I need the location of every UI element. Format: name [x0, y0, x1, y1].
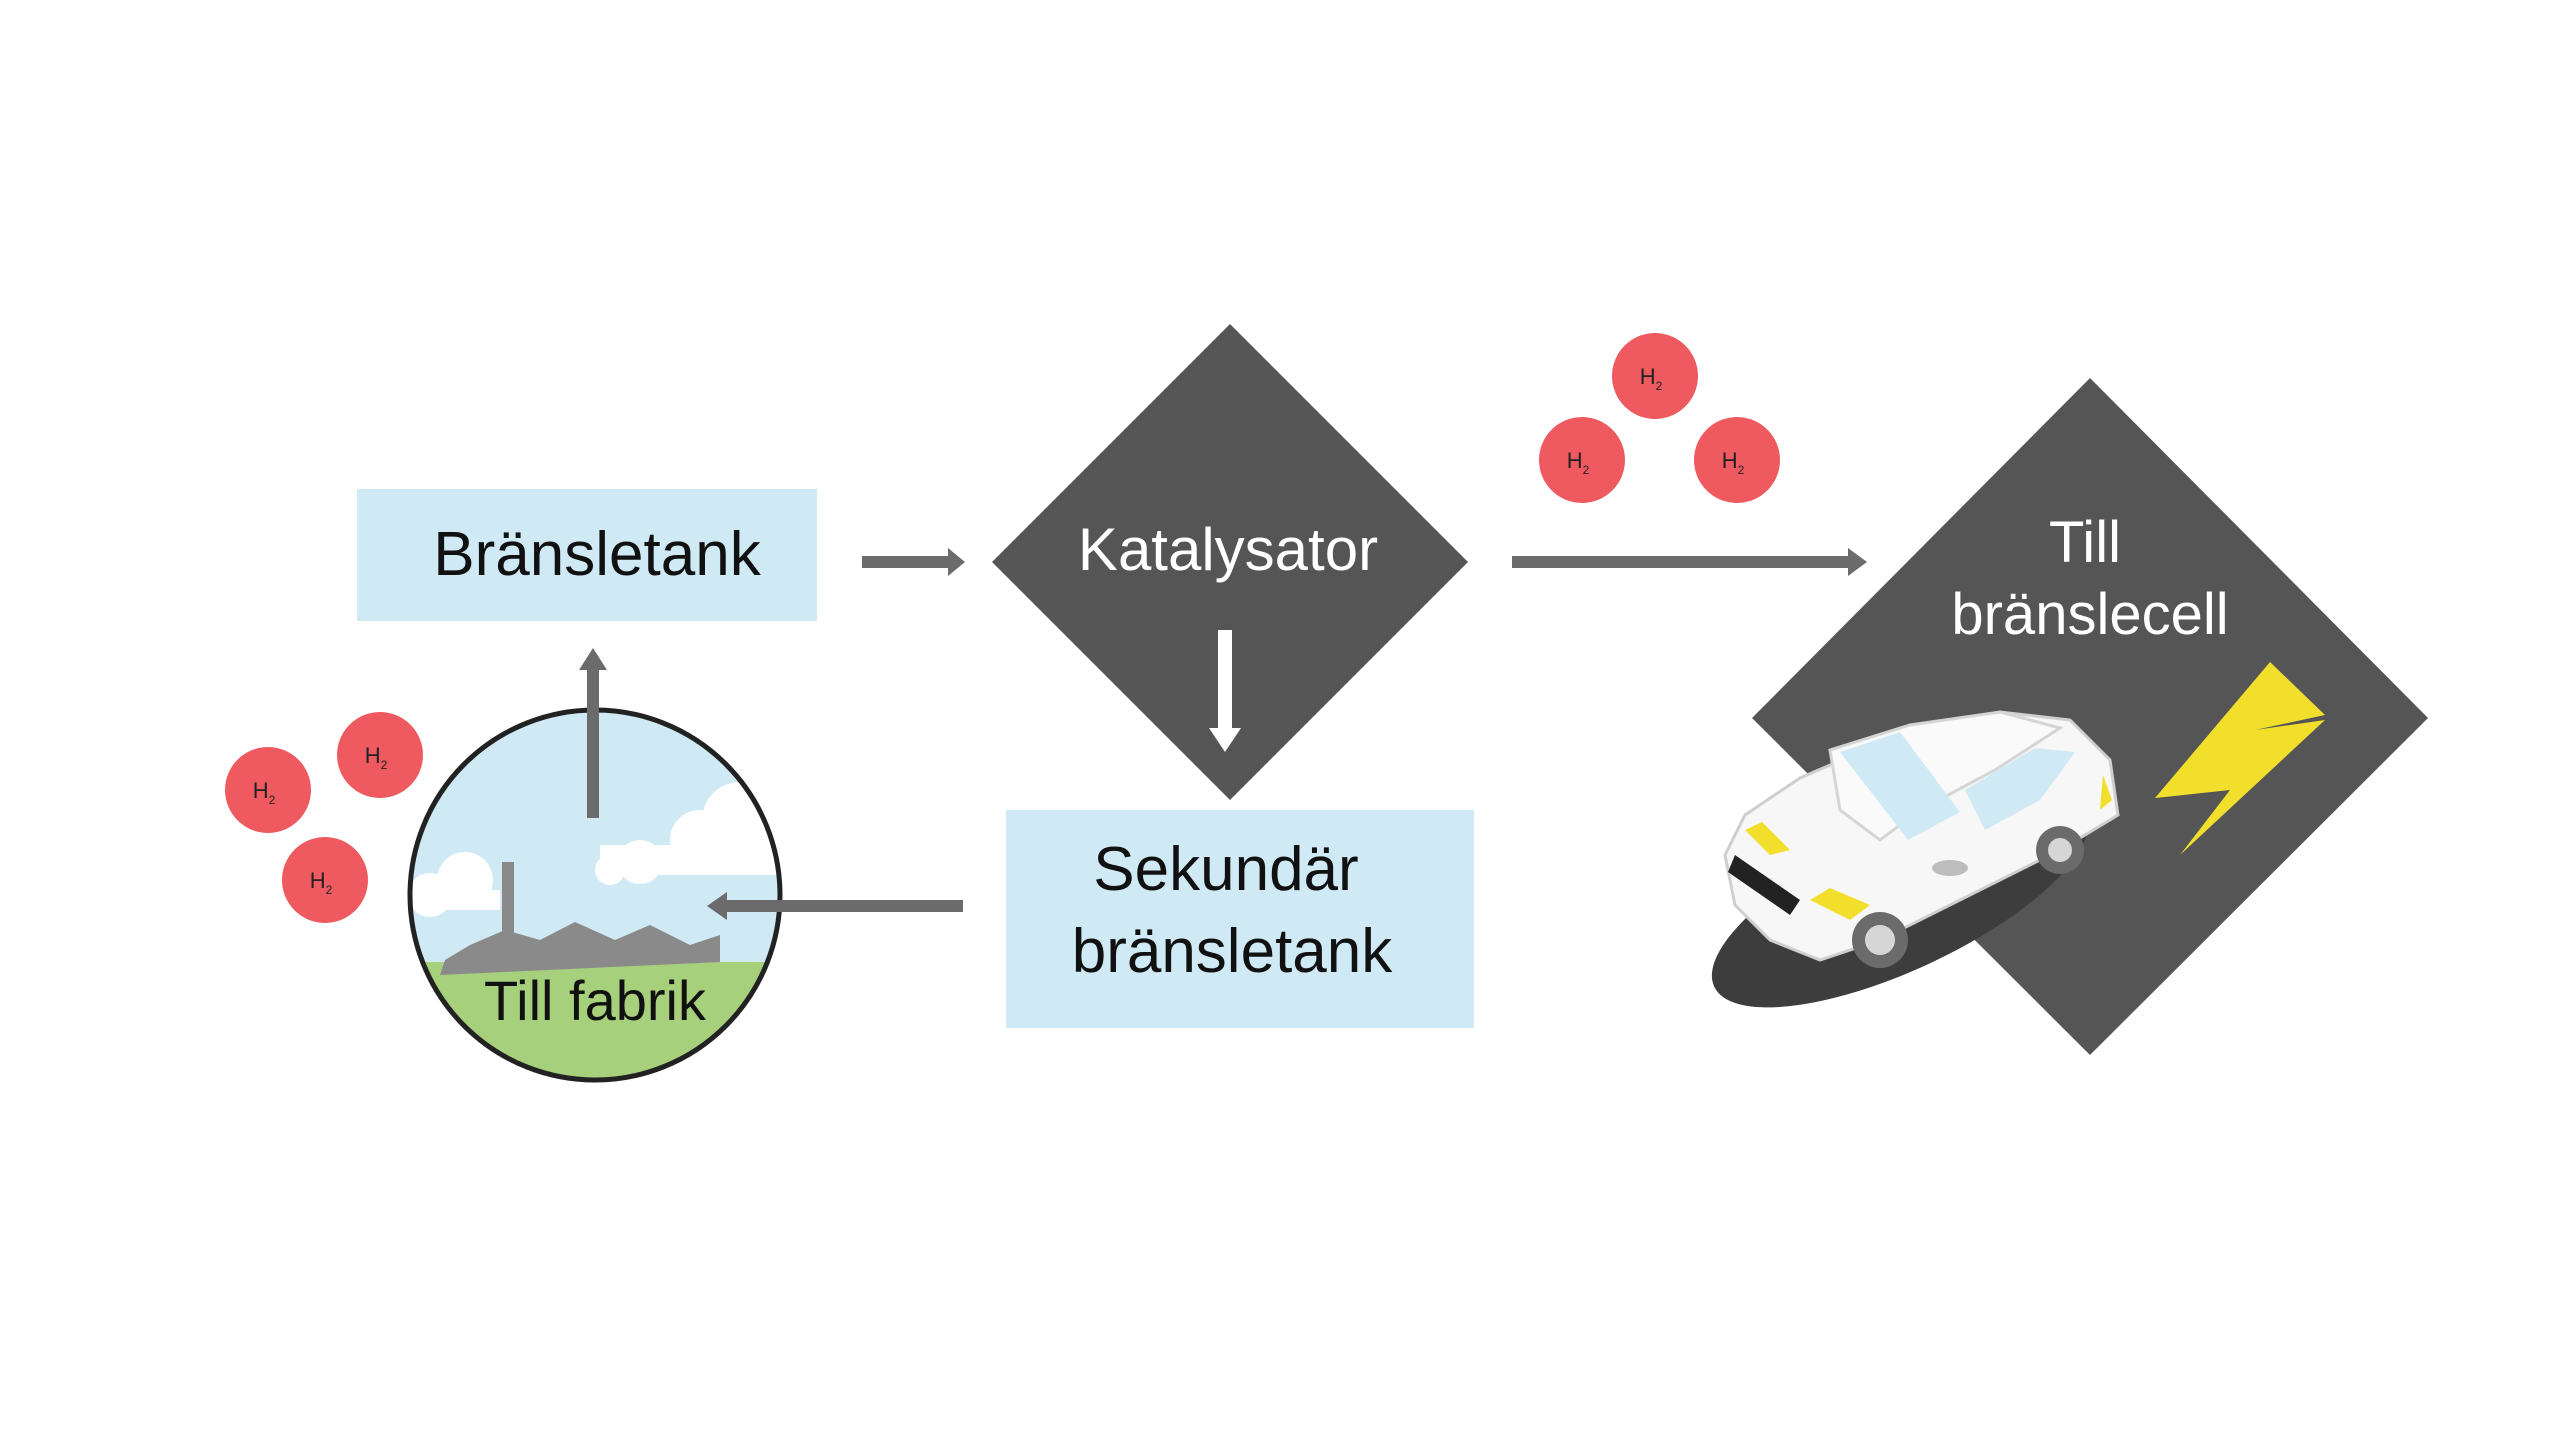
lightning-icon: [2155, 662, 2325, 855]
fuel-cell-label-line1: Till: [2049, 510, 2121, 575]
h2-molecule: H2: [1694, 417, 1780, 503]
h2-molecule: H2: [225, 747, 311, 833]
h2-molecule: H2: [1612, 333, 1698, 419]
svg-text:H2: H2: [365, 743, 388, 772]
fuel-tank-label: Bränsletank: [433, 520, 761, 589]
arrow-tank-to-catalyst: [862, 548, 965, 576]
fuel-cell-node: Till bränslecell: [1711, 378, 2428, 1055]
car-icon: [1711, 710, 2120, 1008]
svg-text:H2: H2: [253, 778, 276, 807]
svg-text:H2: H2: [310, 868, 333, 897]
h2-molecule: H2: [337, 712, 423, 798]
fuel-cell-label-line2: bränslecell: [1951, 582, 2228, 647]
catalyst-node: Katalysator: [992, 324, 1468, 800]
h2-molecule: H2: [282, 837, 368, 923]
secondary-tank-node: Sekundär bränsletank: [1006, 810, 1474, 1028]
factory-label: Till fabrik: [484, 969, 707, 1032]
arrow-catalyst-to-fuel-cell: [1512, 548, 1867, 576]
catalyst-down-arrow: [1209, 630, 1241, 752]
arrow-factory-to-tank: [579, 648, 607, 818]
catalyst-label: Katalysator: [1078, 516, 1378, 583]
svg-text:H2: H2: [1567, 448, 1590, 477]
arrow-secondary-to-factory: [707, 892, 963, 920]
svg-text:H2: H2: [1640, 364, 1663, 393]
secondary-tank-label-line2: bränsletank: [1072, 917, 1394, 986]
fuel-tank-node: Bränsletank: [357, 489, 817, 621]
secondary-tank-label-line1: Sekundär: [1093, 835, 1358, 904]
h2-molecule: H2: [1539, 417, 1625, 503]
svg-text:H2: H2: [1722, 448, 1745, 477]
factory-icon: [440, 862, 720, 975]
